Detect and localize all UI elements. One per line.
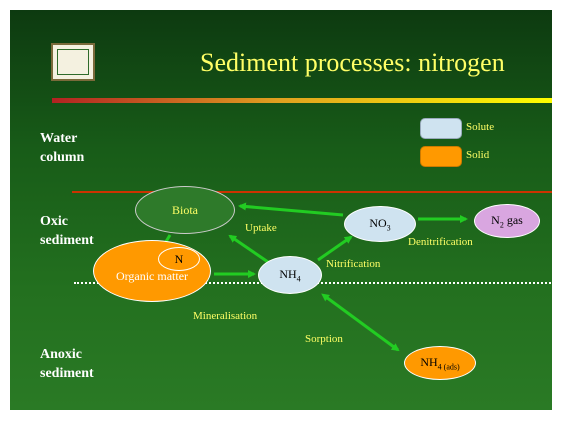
- zone-label-water: Water column: [40, 129, 84, 167]
- node-biota-label: Biota: [172, 202, 198, 217]
- zone-oxic-line2: sediment: [40, 233, 94, 248]
- title-underline: [52, 98, 552, 103]
- legend-swatch-solid: [420, 146, 462, 167]
- process-label-nitrification: Nitrification: [326, 258, 381, 270]
- process-label-sorption: Sorption: [305, 333, 343, 345]
- sorption-arrow: [321, 293, 400, 352]
- uptake-arrow-from-nh4: [228, 234, 269, 264]
- node-n2-gas: N2 gas: [474, 204, 540, 238]
- nitrification-arrow: [317, 235, 353, 262]
- node-organic-matter: Organic matter: [93, 240, 211, 302]
- node-nh4: NH4: [258, 256, 322, 294]
- node-biota: Biota: [135, 186, 235, 234]
- node-n-label: N: [174, 251, 184, 266]
- zone-label-oxic: Oxic sediment: [40, 212, 94, 250]
- zone-label-anoxic: Anoxic sediment: [40, 345, 94, 383]
- node-no3: NO3: [344, 206, 416, 242]
- zone-anoxic-line1: Anoxic: [40, 347, 82, 362]
- node-organic-matter-label: Organic matter: [115, 268, 189, 283]
- zone-water-line2: column: [40, 150, 85, 165]
- zone-water-line1: Water: [40, 131, 78, 146]
- node-nh4-ads-label: NH4 (ads): [420, 354, 460, 372]
- logo-icon: [51, 43, 95, 81]
- process-label-denitrification: Denitrification: [408, 236, 473, 248]
- sediment-surface-line: [72, 191, 552, 193]
- process-arrows: [151, 202, 468, 352]
- zone-anoxic-line2: sediment: [40, 366, 94, 381]
- node-nh4-label: NH4: [279, 266, 301, 284]
- node-n: N: [158, 247, 200, 271]
- process-label-uptake: Uptake: [245, 222, 277, 234]
- slide: Sediment processes: nitrogen Water colum…: [10, 10, 552, 410]
- node-nh4-ads: NH4 (ads): [404, 346, 476, 380]
- legend-label-solid: Solid: [466, 149, 490, 161]
- uptake-arrow-from-no3: [238, 202, 344, 217]
- legend-label-solute: Solute: [466, 121, 495, 133]
- zone-oxic-line1: Oxic: [40, 214, 68, 229]
- node-no3-label: NO3: [369, 215, 391, 233]
- legend-swatch-solute: [420, 118, 462, 139]
- slide-title: Sediment processes: nitrogen: [200, 48, 505, 77]
- process-label-mineralisation: Mineralisation: [193, 310, 258, 322]
- node-n2-gas-label: N2 gas: [491, 212, 523, 230]
